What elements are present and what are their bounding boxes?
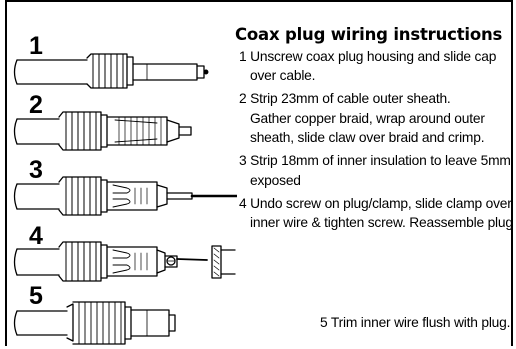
step-2-line-2: Gather copper braid, wrap around outer (250, 111, 485, 126)
coax-plug-step-5 (13, 301, 176, 345)
step-3-line-2: exposed (250, 173, 301, 188)
coax-plug-step-2 (13, 111, 192, 151)
step-3-line-1: 3 Strip 18mm of inner insulation to leav… (239, 153, 511, 168)
step-1-line-2: over cable. (250, 68, 316, 83)
step-number-5: 5 (29, 282, 43, 310)
step-4-line-2: inner wire & tighten screw. Reassemble p… (250, 215, 513, 230)
step-number-4: 4 (29, 222, 43, 250)
wiring-diagrams (13, 53, 237, 345)
step-number-3: 3 (29, 156, 43, 184)
step-4-line-1: 4 Undo screw on plug/clamp, slide clamp … (239, 196, 512, 211)
coax-plug-step-1 (13, 53, 209, 89)
step-number-2: 2 (29, 91, 43, 119)
step-2-line-1: 2 Strip 23mm of cable outer sheath. (239, 91, 451, 106)
step-number-1: 1 (29, 32, 43, 60)
instruction-sheet: 1 2 3 4 5 Coax plug wiring instructions … (5, 0, 513, 346)
coax-plug-step-4 (13, 241, 236, 282)
coax-plug-step-3 (13, 176, 237, 216)
step-1-line-1: 1 Unscrew coax plug housing and slide ca… (239, 49, 497, 64)
step-2-line-3: sheath, slide claw over braid and crimp. (250, 130, 485, 145)
page-title: Coax plug wiring instructions (235, 25, 503, 44)
step-5-text: 5 Trim inner wire flush with plug. (320, 315, 511, 330)
